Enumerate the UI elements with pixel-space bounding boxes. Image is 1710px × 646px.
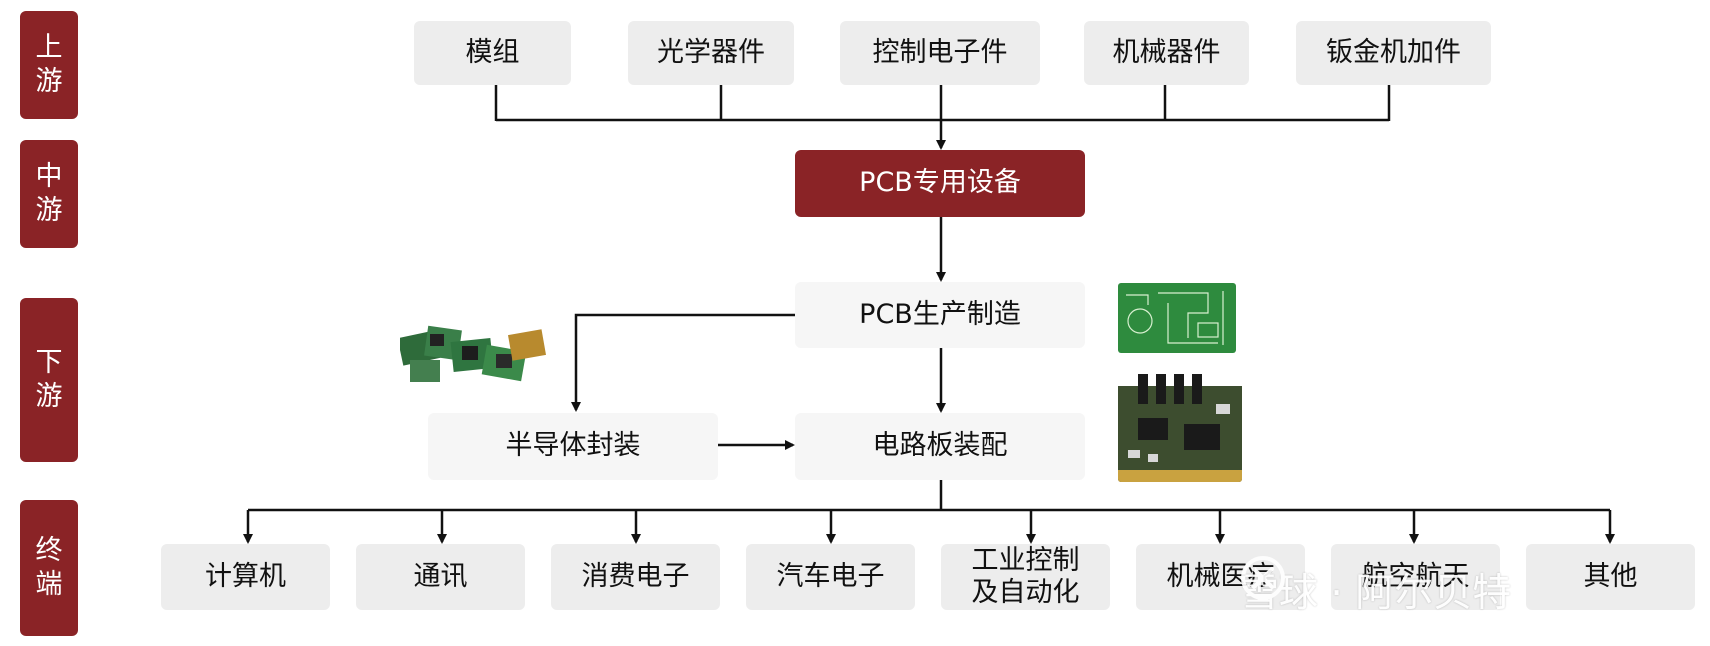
level-tag-terminal: 终端 (20, 500, 78, 636)
terminal-box-industrial-control: 工业控制及自动化 (941, 544, 1110, 610)
terminal-box-medical-machinery: 机械医疗 (1136, 544, 1305, 610)
watermark: 雪球 · 阿尔贝特 (1240, 555, 1511, 625)
pcb-board-image (1118, 283, 1236, 353)
watermark-text: 雪球 · 阿尔贝特 (1240, 571, 1512, 616)
mfg-to-packaging-arrow (571, 313, 795, 412)
level-tag-upstream: 上游 (20, 11, 78, 119)
terminal-box-computer: 计算机 (161, 544, 330, 610)
chip-packages-image (400, 325, 546, 382)
downstream-box-pcb-manufacturing: PCB生产制造 (795, 282, 1085, 348)
upstream-box-sheet-metal: 钣金机加件 (1296, 21, 1491, 85)
upstream-box-module: 模组 (414, 21, 571, 85)
upstream-box-mechanical: 机械器件 (1084, 21, 1249, 85)
downstream-box-semiconductor-packaging: 半导体封装 (428, 413, 718, 480)
terminal-box-communication: 通讯 (356, 544, 525, 610)
midstream-box-pcb-equipment: PCB专用设备 (795, 150, 1085, 217)
terminal-box-aerospace: 航空航天 (1331, 544, 1500, 610)
assembled-board-image (1118, 374, 1242, 482)
downstream-box-board-assembly: 电路板装配 (795, 413, 1085, 480)
terminal-box-automotive-electronics: 汽车电子 (746, 544, 915, 610)
snowball-logo-icon (1241, 556, 1285, 600)
level-tag-midstream: 中游 (20, 140, 78, 248)
terminal-box-consumer-electronics: 消费电子 (551, 544, 720, 610)
upstream-box-control-electronics: 控制电子件 (840, 21, 1040, 85)
upstream-box-optical: 光学器件 (628, 21, 794, 85)
level-tag-downstream: 下游 (20, 298, 78, 462)
terminal-box-other: 其他 (1526, 544, 1695, 610)
